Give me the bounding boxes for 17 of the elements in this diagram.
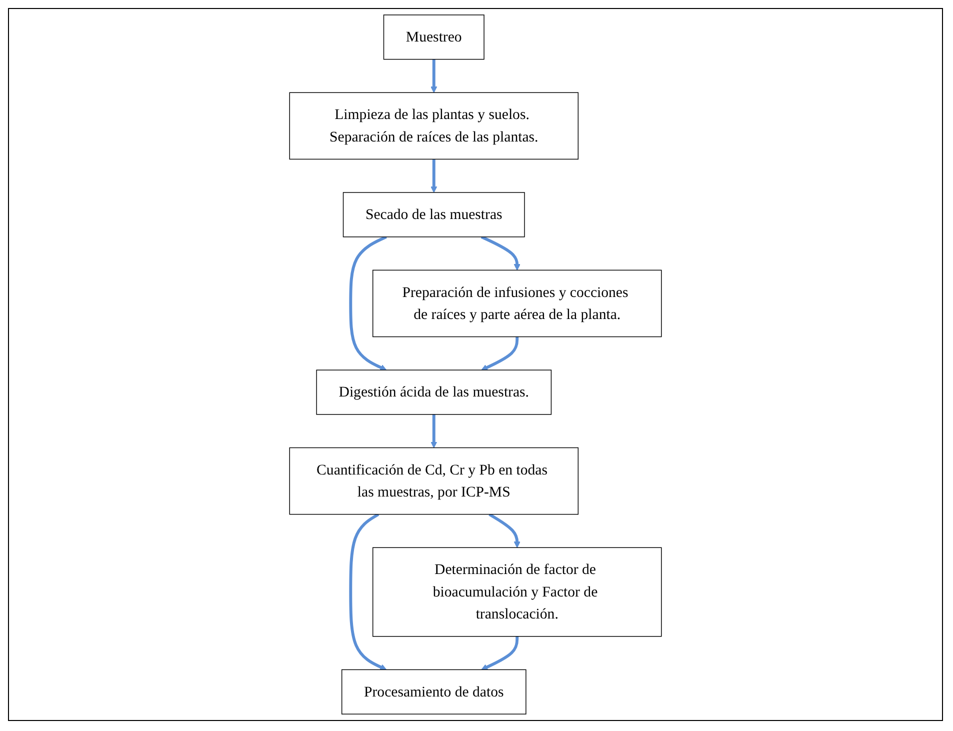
arrow: [430, 414, 438, 448]
arrow: [481, 636, 519, 670]
node-box: Determinación de factor de bioacumulación y Factor de translocación.: [372, 547, 662, 637]
arrow: [349, 236, 387, 371]
node-box: Procesamiento de datos: [341, 669, 526, 714]
node-box: Cuantificación de Cd, Cr y Pb en todas las muestras, por ICP-MS: [289, 447, 579, 515]
arrow: [480, 236, 520, 270]
node-box: Digestión ácida de las muestras.: [316, 370, 552, 415]
arrow: [430, 159, 438, 193]
node-box: Preparación de infusiones y cocciones de raíces y parte aérea de la planta.: [372, 270, 662, 338]
arrow: [430, 59, 438, 93]
node-box: Secado de las muestras: [342, 192, 525, 238]
arrow: [349, 513, 387, 670]
node-box: Muestreo: [383, 14, 484, 60]
arrow: [488, 513, 520, 548]
arrow: [481, 336, 519, 371]
node-box: Limpieza de las plantas y suelos. Separación de raíces de las plantas.: [289, 92, 579, 160]
